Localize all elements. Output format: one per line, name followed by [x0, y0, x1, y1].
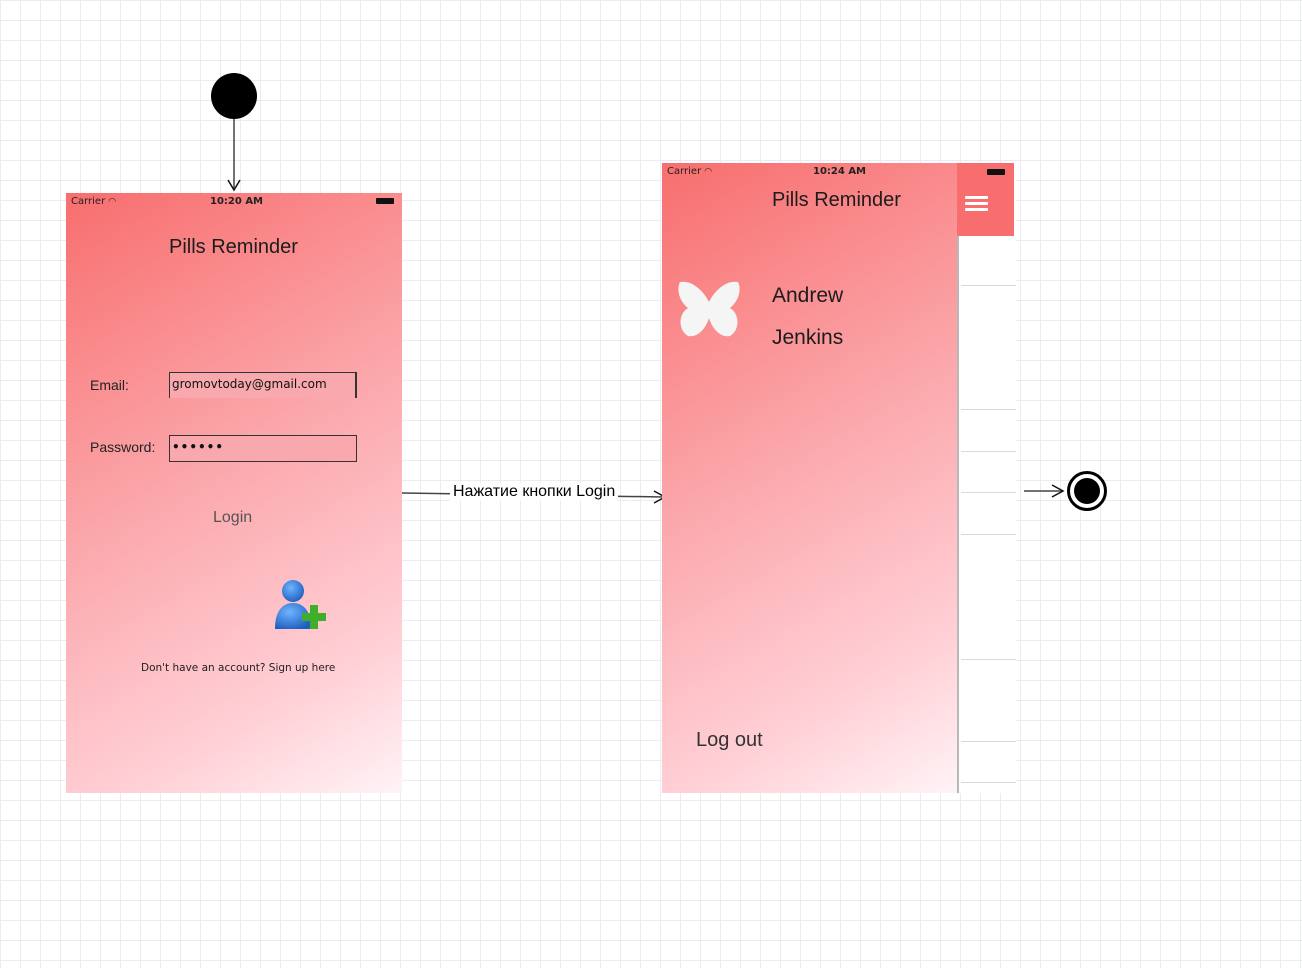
status-time: 10:20 AM — [210, 196, 264, 207]
carrier-label: Carrier◠ — [71, 196, 117, 207]
status-time: 10:24 AM — [813, 166, 867, 177]
app-title: Pills Reminder — [772, 189, 901, 211]
butterfly-icon — [678, 281, 740, 337]
main-header — [957, 163, 1014, 236]
wifi-icon: ◠ — [108, 197, 117, 207]
email-label: Email: — [90, 377, 129, 393]
initial-state-node — [211, 73, 257, 119]
carrier-label: Carrier◠ — [667, 166, 713, 177]
password-label: Password: — [90, 439, 156, 455]
battery-icon — [376, 198, 394, 204]
hamburger-menu-icon[interactable] — [957, 193, 997, 217]
status-bar: Carrier◠ 10:20 AM — [66, 193, 402, 211]
user-first-name: Andrew — [772, 284, 844, 307]
status-bar: Carrier◠ 10:24 AM — [662, 163, 957, 181]
signup-link[interactable]: Don't have an account? Sign up here — [141, 662, 336, 674]
add-user-icon[interactable] — [272, 577, 330, 633]
login-screen: Carrier◠ 10:20 AM Pills Reminder Email: … — [66, 193, 402, 793]
transition-label: Нажатие кнопки Login — [450, 483, 619, 501]
wifi-icon: ◠ — [704, 167, 713, 177]
main-content-table — [957, 163, 1016, 793]
final-state-node — [1067, 471, 1107, 511]
email-field[interactable]: gromovtoday@gmail.com — [169, 372, 357, 398]
login-button[interactable]: Login — [213, 509, 253, 526]
side-menu-screen: Carrier◠ 10:24 AM Pills Reminder Andrew … — [662, 163, 957, 793]
password-field[interactable]: •••••• — [169, 435, 357, 462]
final-state-dot — [1074, 478, 1100, 504]
app-title: Pills Reminder — [169, 236, 298, 258]
battery-icon — [987, 169, 1005, 175]
logout-button[interactable]: Log out — [696, 729, 763, 751]
user-last-name: Jenkins — [772, 326, 844, 349]
